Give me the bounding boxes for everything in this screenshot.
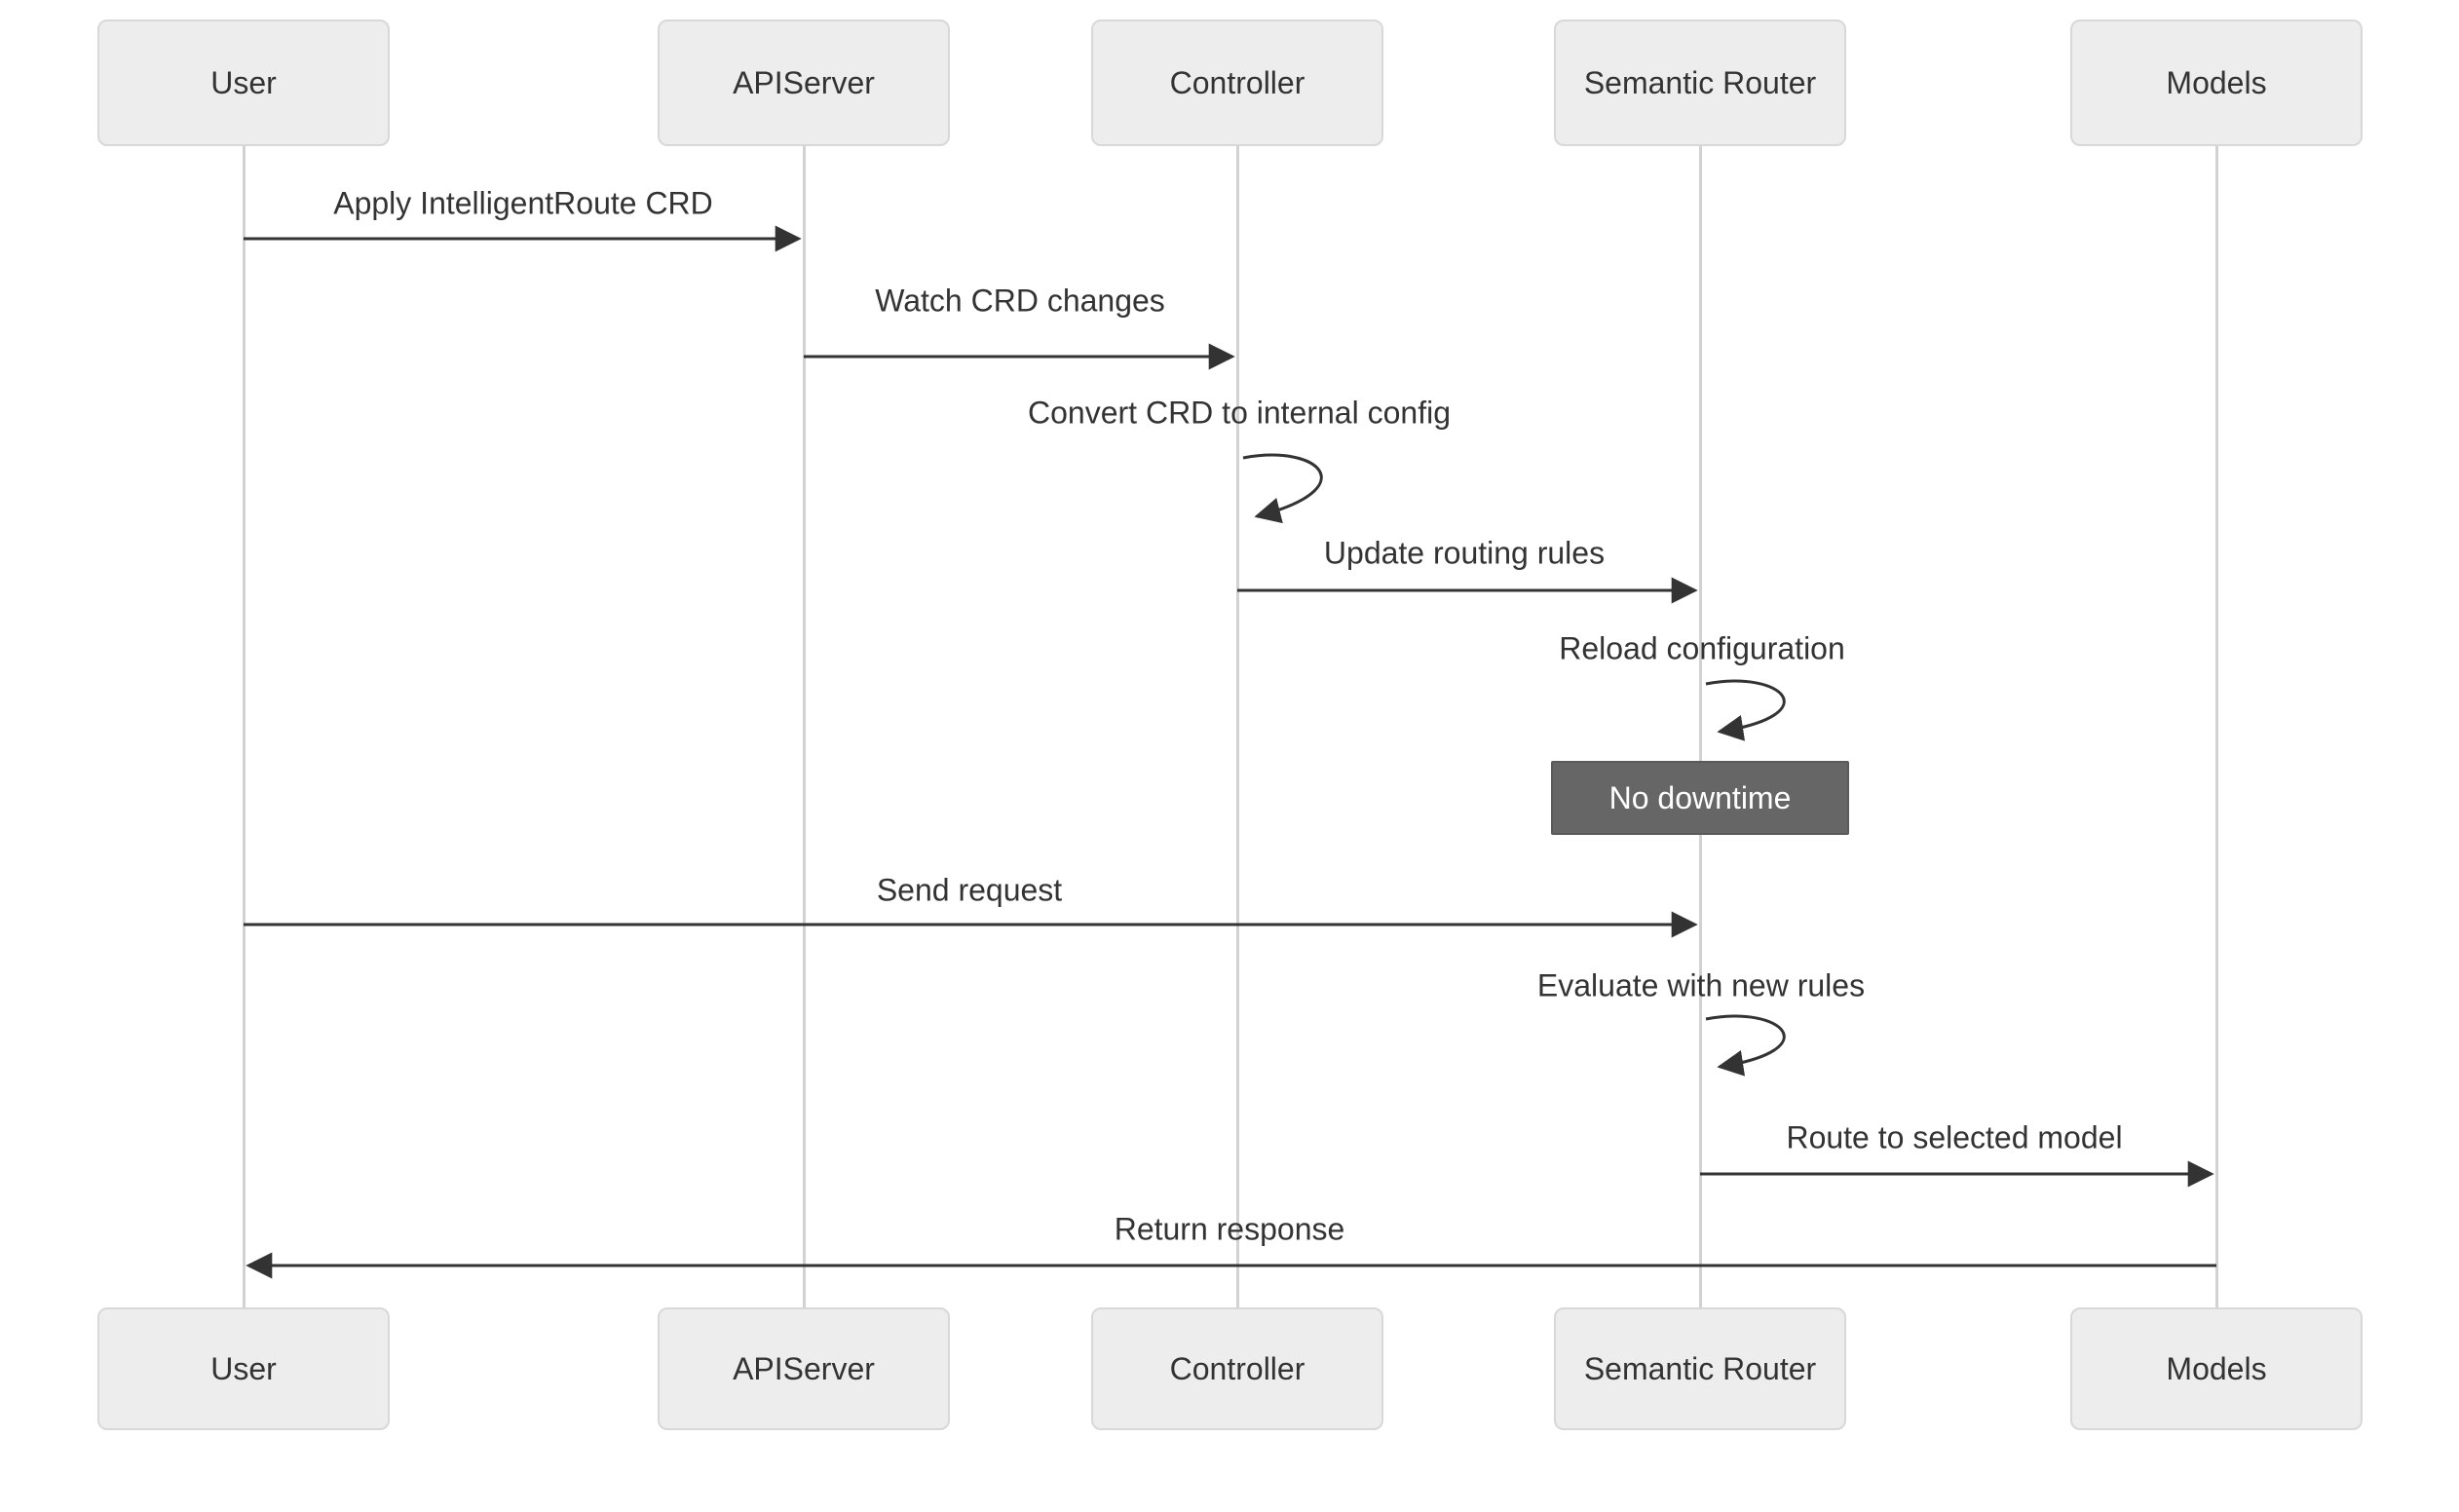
actor-label: Controller [1169,1350,1305,1386]
actor-label: APIServer [733,64,875,100]
message-label-send-request: Send request [876,872,1063,908]
message-label-convert-crd-internal-config: Convert CRD to internal config [1028,395,1451,431]
note-no-downtime: No downtime [1551,761,1849,835]
actor-top-controller: Controller [1091,19,1383,146]
self-loop-reload-configuration [1705,679,1786,741]
message-label-update-routing-rules: Update routing rules [1323,535,1606,571]
actor-top-user: User [97,19,390,146]
lifeline-apiserver [803,146,806,1307]
actor-label: Semantic Router [1583,1350,1817,1386]
actor-bottom-apiserver: APIServer [658,1307,950,1430]
self-loop-convert-crd-to-internal-config [1242,453,1323,524]
actor-bottom-models: Models [2070,1307,2363,1430]
actor-top-apiserver: APIServer [658,19,950,146]
message-label-reload-configuration: Reload configuration [1559,630,1845,666]
actor-bottom-user: User [97,1307,390,1430]
message-label-evaluate-with-new-rules: Evaluate with new rules [1536,967,1866,1003]
message-label-return-response: Return response [1114,1211,1345,1247]
actor-label: Models [2166,64,2267,100]
message-label-apply-intelligentroute-crd: Apply IntelligentRoute CRD [333,185,713,221]
message-label-watch-crd-changes: Watch CRD changes [875,283,1165,319]
actor-bottom-controller: Controller [1091,1307,1383,1430]
self-loop-evaluate-with-new-rules [1705,1014,1786,1077]
actor-label: APIServer [733,1350,875,1386]
lifeline-user [243,146,246,1307]
actor-bottom-semantic-router: Semantic Router [1554,1307,1846,1430]
actor-top-semantic-router: Semantic Router [1554,19,1846,146]
lifeline-semantic-router [1699,146,1702,1307]
actor-label: User [210,1350,277,1386]
note-text: No downtime [1608,779,1792,815]
message-label-route-to-selected-model: Route to selected model [1786,1119,2123,1155]
lifeline-models [2215,146,2218,1307]
actor-label: Semantic Router [1583,64,1817,100]
actor-label: Models [2166,1350,2267,1386]
actor-label: User [210,64,277,100]
actor-label: Controller [1169,64,1305,100]
actor-top-models: Models [2070,19,2363,146]
lifeline-controller [1236,146,1239,1307]
